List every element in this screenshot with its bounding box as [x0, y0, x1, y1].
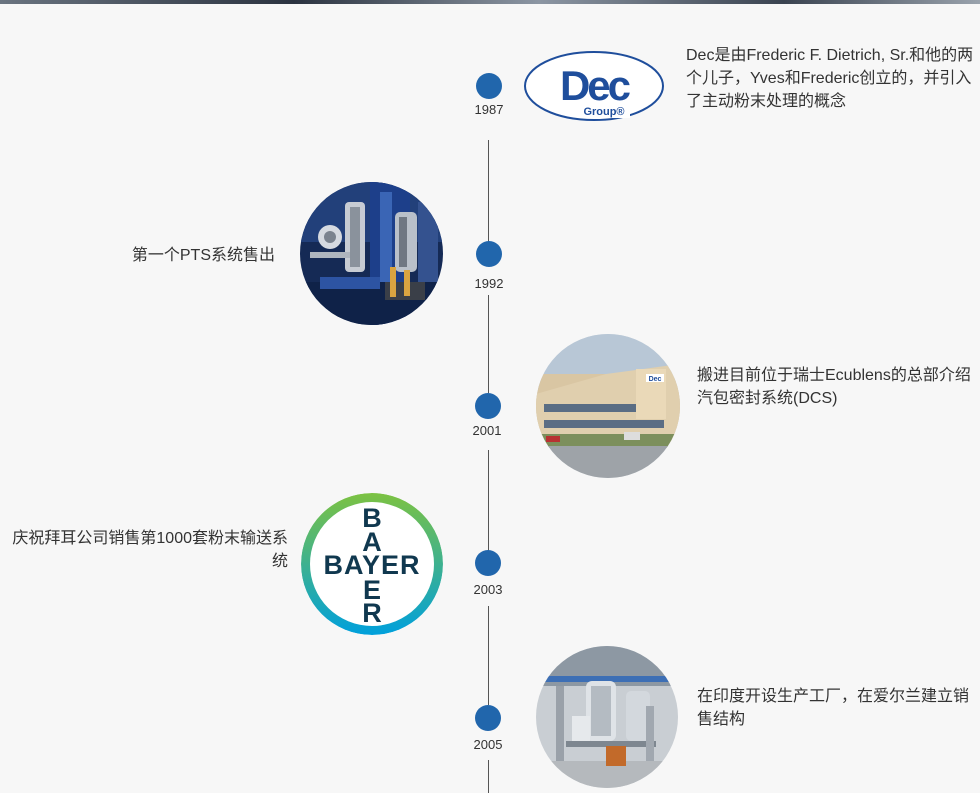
timeline-description: 第一个PTS系统售出: [131, 247, 275, 264]
headquarters-building-photo: Dec: [536, 334, 680, 478]
timeline-dot: [476, 73, 502, 99]
timeline-line: [488, 295, 489, 393]
production-plant-photo: [536, 646, 678, 788]
timeline-line: [488, 450, 489, 551]
industrial-equipment-photo: [300, 182, 443, 325]
timeline-dot: [476, 241, 502, 267]
svg-text:A: A: [362, 527, 382, 557]
timeline-line: [488, 606, 489, 705]
svg-text:E: E: [363, 575, 381, 605]
timeline-year: 1987: [474, 102, 504, 117]
timeline-year: 2001: [472, 423, 502, 438]
svg-text:R: R: [362, 598, 382, 628]
svg-text:Dec: Dec: [649, 376, 662, 383]
svg-text:Dec: Dec: [560, 62, 631, 109]
timeline-line: [488, 140, 489, 242]
header-image-strip: [0, 0, 980, 4]
timeline-dot: [475, 393, 501, 419]
timeline-year: 1992: [474, 276, 504, 291]
timeline-description: Dec是由Frederic F. Dietrich, Sr.和他的两个儿子，Yv…: [686, 47, 974, 110]
timeline-description: 在印度开设生产工厂，在爱尔兰建立销售结构: [697, 688, 970, 728]
svg-text:B: B: [362, 503, 382, 533]
timeline-dot: [475, 705, 501, 731]
timeline-year: 2003: [473, 582, 503, 597]
svg-text:Group®: Group®: [583, 106, 624, 118]
timeline-year: 2005: [473, 737, 503, 752]
timeline-description: 搬进目前位于瑞士Ecublens的总部介绍汽包密封系统(DCS): [697, 367, 971, 407]
timeline-dot: [475, 550, 501, 576]
timeline-description: 庆祝拜耳公司销售第1000套粉末输送系统: [12, 530, 288, 570]
timeline-line: [488, 760, 489, 793]
svg-text:BAYER: BAYER: [323, 550, 420, 580]
dec-group-logo: Dec Group®: [522, 48, 667, 126]
